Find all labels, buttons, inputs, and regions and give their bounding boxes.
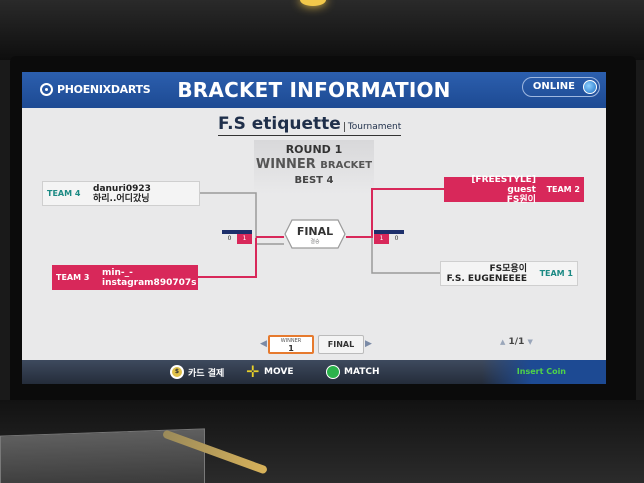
- team2-names: [FREESTYLE] guest FS원이: [444, 175, 536, 205]
- move-hint[interactable]: MOVE: [246, 362, 294, 381]
- right-match-score: 1 0: [374, 230, 404, 244]
- team1-names: FS모용이 F.S. EUGENEEEE: [447, 264, 527, 284]
- move-label: MOVE: [264, 367, 294, 377]
- tournament-name: F.S etiquette: [218, 114, 341, 134]
- prev-arrow-icon[interactable]: ◀: [260, 339, 267, 349]
- team1-player2: F.S. EUGENEEEE: [446, 273, 527, 284]
- cabinet-lamp: [300, 0, 326, 6]
- bracket-name: WINNER BRACKET: [254, 157, 374, 172]
- dpad-icon: [246, 362, 260, 381]
- globe-icon: [583, 80, 597, 94]
- tab-winner[interactable]: WINNER 1: [268, 335, 314, 354]
- page-number: 1/1: [508, 337, 525, 347]
- insert-coin: Insert Coin: [482, 360, 606, 384]
- online-label: ONLINE: [532, 81, 575, 92]
- page-down-icon[interactable]: ▼: [527, 338, 533, 346]
- page-up-icon[interactable]: ▲: [500, 338, 506, 346]
- footer-bar: $ 카드 결제 MOVE MATCH Insert Coin: [22, 360, 606, 384]
- header-bar: PHOENIXDARTS BRACKET INFORMATION ONLINE: [22, 72, 606, 108]
- cabinet-bezel-top: [0, 0, 644, 60]
- card-pay-label: 카드 결제: [188, 368, 225, 379]
- left-match-score: 0 1: [222, 230, 252, 244]
- line-team3: [198, 238, 257, 278]
- tournament-type: Tournament: [343, 122, 401, 132]
- tab-winner-number: 1: [288, 344, 294, 353]
- final-sublabel: 결승: [310, 239, 320, 245]
- page-indicator: ▲ 1/1 ▼: [500, 337, 533, 347]
- team2-box[interactable]: [FREESTYLE] guest FS원이 TEAM 2: [444, 175, 584, 205]
- match-label: MATCH: [344, 367, 380, 377]
- final-hexagon[interactable]: [284, 219, 346, 249]
- next-arrow-icon[interactable]: ▶: [365, 339, 372, 349]
- team3-label: TEAM 3: [56, 273, 90, 282]
- team2-player2: FS원이: [506, 194, 536, 205]
- team1-box[interactable]: FS모용이 F.S. EUGENEEEE TEAM 1: [440, 261, 578, 286]
- score-bar: [222, 230, 252, 234]
- round-label: ROUND 1: [285, 143, 343, 156]
- team3-names: min-_- instagram890707s: [102, 268, 197, 288]
- bracket-main: WINNER: [255, 157, 316, 172]
- team3-player2: instagram890707s: [102, 277, 197, 288]
- online-status: ONLINE: [521, 77, 600, 97]
- tab-final[interactable]: FINAL: [318, 335, 364, 354]
- best-of: BEST 4: [294, 175, 334, 186]
- line-team1: [371, 238, 440, 274]
- brand-logo: PHOENIXDARTS: [40, 83, 151, 96]
- green-button-icon: [326, 365, 340, 379]
- team4-names: danuri0923 하리..어디갔닝: [93, 184, 151, 204]
- right-score-a: 1: [374, 234, 389, 244]
- left-score-b: 1: [237, 234, 252, 244]
- game-screen: PHOENIXDARTS BRACKET INFORMATION ONLINE …: [22, 72, 606, 384]
- bracket-sub: BRACKET: [320, 160, 373, 171]
- round-info: ROUND 1 WINNER BRACKET BEST 4: [254, 140, 374, 194]
- team2-player1: [FREESTYLE] guest: [471, 174, 536, 195]
- score-values: 0 1: [222, 234, 252, 244]
- match-hint[interactable]: MATCH: [326, 365, 380, 379]
- team3-box[interactable]: TEAM 3 min-_- instagram890707s: [52, 265, 198, 290]
- card-pay-hint[interactable]: $ 카드 결제: [170, 365, 224, 379]
- page-title: BRACKET INFORMATION: [177, 78, 451, 102]
- team1-player1: FS모용이: [489, 263, 527, 274]
- tournament-title: F.S etiquette Tournament: [218, 114, 402, 136]
- phoenix-logo-icon: [40, 83, 53, 96]
- line-team2: [346, 188, 444, 238]
- tab-winner-label: WINNER: [280, 338, 302, 344]
- line-team4: [200, 192, 284, 245]
- team1-label: TEAM 1: [539, 269, 573, 278]
- right-score-b: 0: [389, 234, 404, 244]
- brand-name: PHOENIXDARTS: [57, 83, 151, 96]
- team2-label: TEAM 2: [546, 185, 580, 194]
- team4-box[interactable]: TEAM 4 danuri0923 하리..어디갔닝: [42, 181, 200, 206]
- score-bar: [374, 230, 404, 234]
- team3-player1: min-_-: [102, 267, 133, 278]
- team4-label: TEAM 4: [47, 189, 81, 198]
- final-label: FINAL: [296, 225, 334, 238]
- team4-player2: 하리..어디갔닝: [93, 193, 150, 204]
- left-score-a: 0: [222, 234, 237, 244]
- coin-icon: $: [170, 365, 184, 379]
- team4-player1: danuri0923: [93, 183, 151, 194]
- bracket-lines: [198, 188, 444, 278]
- score-values: 1 0: [374, 234, 404, 244]
